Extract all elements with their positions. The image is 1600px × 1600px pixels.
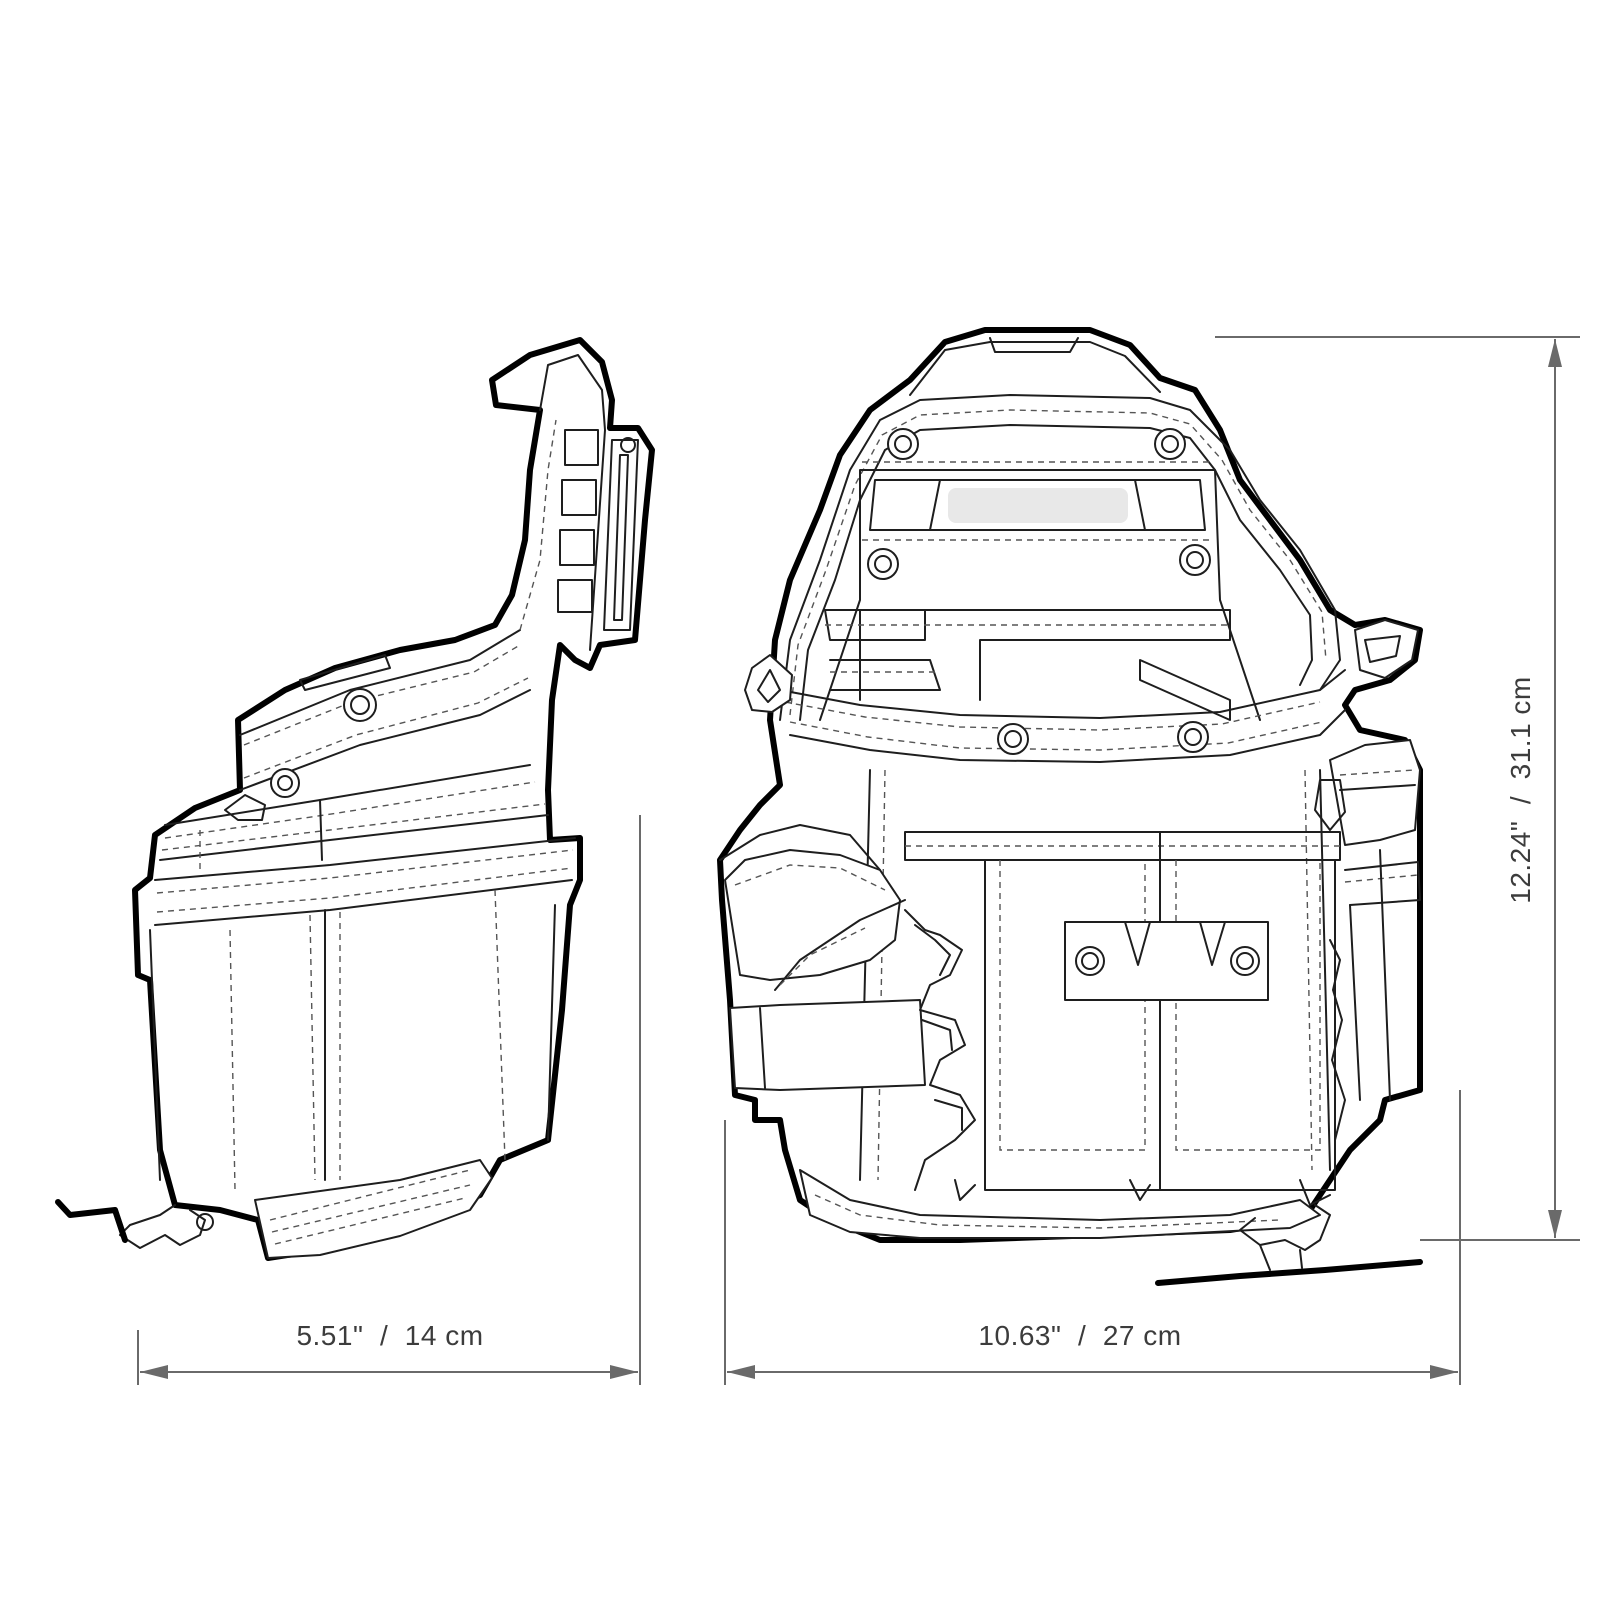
side-pocket-band-top <box>154 837 576 881</box>
left-holster-front <box>774 899 906 991</box>
height-dimension-arrow-top <box>1548 339 1562 367</box>
left-holster-top <box>719 824 881 871</box>
side-depth-label: 5.51" / 14 cm <box>296 1320 483 1351</box>
ridged-tool-loops <box>904 909 976 1191</box>
right-d-ring <box>1354 619 1419 679</box>
left-holster-strap <box>729 999 926 1091</box>
clip-stitch <box>519 419 557 631</box>
front-rivet <box>867 548 899 580</box>
front-rivet <box>1179 544 1211 576</box>
front-bottom-pad <box>799 1169 1321 1239</box>
right-d-ring-inner <box>1364 635 1401 663</box>
inner-compartments <box>824 609 1231 721</box>
front-badge-mark <box>1124 921 1226 966</box>
label-patch <box>948 488 1128 523</box>
side-upper-strap-lower <box>239 689 531 791</box>
side-view-outline <box>132 337 655 1261</box>
ridged-tool-loops-inner <box>914 924 963 1131</box>
side-dimension-arrow-left <box>140 1365 168 1379</box>
side-pocket-band-stitch <box>156 849 574 913</box>
front-hammer-bar <box>1155 1259 1423 1286</box>
side-pocket-divider <box>319 799 326 1181</box>
right-tape-clip <box>1314 779 1346 831</box>
left-holster-stitch <box>734 864 886 986</box>
front-top-strap-stitch <box>784 701 1323 751</box>
side-mid-band-bottom <box>159 814 549 861</box>
front-rivet <box>1230 946 1260 976</box>
front-width-label: 10.63" / 27 cm <box>978 1320 1181 1351</box>
side-rivet <box>270 768 300 798</box>
side-upper-strap <box>239 629 521 736</box>
front-view-outline <box>717 327 1423 1243</box>
front-back-panel-stitch <box>862 461 1212 541</box>
front-top-strap-upper <box>779 669 1346 719</box>
top-handle-body <box>909 341 1161 396</box>
side-hook <box>119 1204 206 1249</box>
clip-slots <box>557 429 599 613</box>
width-dimension-side: 5.51" / 14 cm <box>137 815 641 1385</box>
side-rivet <box>343 688 377 722</box>
top-handle <box>989 337 1079 353</box>
side-dimension-arrow-right <box>610 1365 638 1379</box>
front-wide-strap <box>904 831 1341 861</box>
front-hammer-hook <box>1239 1204 1331 1251</box>
right-side-pocket-edge <box>1349 849 1391 1101</box>
side-pocket-band-bottom <box>154 879 573 926</box>
height-dimension-arrow-bottom <box>1548 1210 1562 1238</box>
front-rivet <box>1075 946 1105 976</box>
belt-clip <box>539 354 606 651</box>
front-back-strap-inner <box>799 424 1313 721</box>
front-rivet <box>1154 428 1186 460</box>
side-divider-stitch <box>199 830 506 1191</box>
right-tool-loops <box>1329 939 1346 1141</box>
left-d-ring-inner <box>757 669 781 703</box>
side-mid-band-stitch <box>161 781 546 851</box>
height-dimension: 12.24" / 31.1 cm <box>1215 336 1580 1241</box>
front-rivet <box>997 723 1029 755</box>
inner-compartment-stitch <box>825 624 1230 673</box>
front-pocket-frame-stitch <box>877 769 1313 1181</box>
front-back-strap-outer <box>779 394 1341 721</box>
front-back-strap-stitch <box>789 409 1327 716</box>
right-side-pocket <box>1329 739 1421 846</box>
front-rivet <box>1177 721 1209 753</box>
front-pocket-right <box>1159 859 1336 1191</box>
label-frame-inner <box>929 479 1146 531</box>
side-view-drawing <box>55 337 655 1261</box>
clip-rail-inner <box>613 454 629 621</box>
front-bottom-hooks <box>954 1179 1331 1206</box>
height-label: 12.24" / 31.1 cm <box>1505 676 1536 904</box>
side-hook-bar <box>55 1199 128 1243</box>
left-holster <box>724 849 901 981</box>
side-bottom-pad-ribs <box>269 1169 471 1245</box>
front-view-drawing <box>717 327 1423 1286</box>
side-upper-strap-stitch <box>243 644 529 779</box>
width-dimension-front: 10.63" / 27 cm <box>724 1090 1461 1385</box>
clip-hole <box>620 437 636 453</box>
left-d-ring <box>744 654 793 713</box>
label-frame <box>869 479 1206 531</box>
front-pocket-left-stitch <box>999 860 1146 1151</box>
front-top-strap-lower <box>789 709 1346 763</box>
front-dimension-arrow-left <box>727 1365 755 1379</box>
side-flap <box>299 654 391 691</box>
front-pocket-frame <box>859 769 1331 1181</box>
front-back-panel <box>819 469 1261 721</box>
front-hammer-bar-link <box>1259 1244 1303 1271</box>
front-dimension-arrow-right <box>1430 1365 1458 1379</box>
side-hook-ring <box>196 1213 214 1231</box>
left-holster-strap-inner <box>759 1007 766 1089</box>
side-bottom-pad <box>254 1159 493 1259</box>
front-pocket-right-stitch <box>1175 860 1321 1151</box>
clip-rail <box>603 439 639 631</box>
side-pocket-inner <box>149 904 556 1181</box>
side-small-loop <box>224 794 266 821</box>
front-rivet <box>887 428 919 460</box>
